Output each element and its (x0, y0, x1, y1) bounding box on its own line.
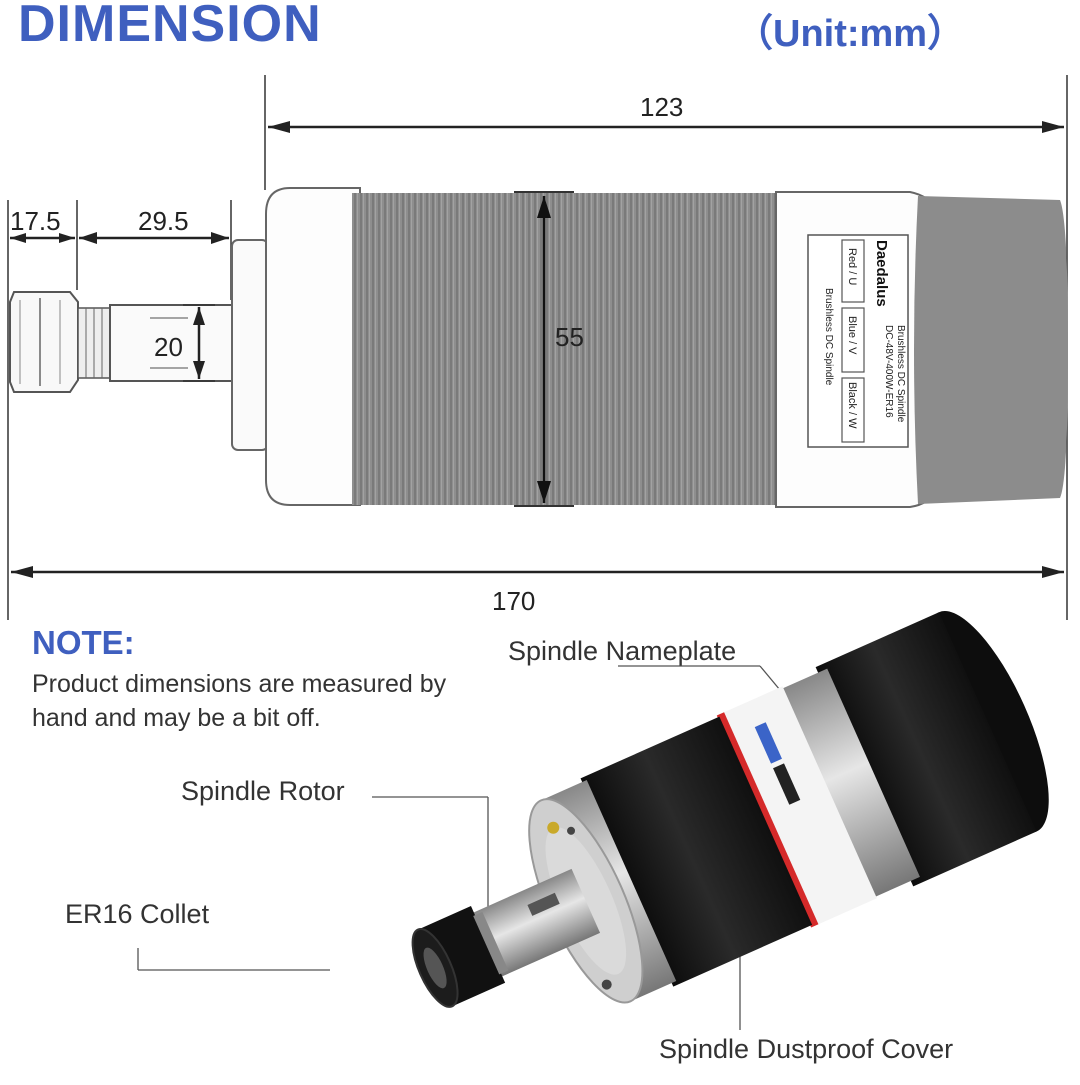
dim-label-20: 20 (154, 332, 183, 362)
unit-label: （Unit:mm） (735, 13, 966, 55)
dim-label-123: 123 (640, 92, 684, 122)
dim-label-170: 170 (492, 586, 536, 616)
ribbed-body (352, 193, 780, 505)
callout-nameplate: Spindle Nameplate (508, 636, 737, 666)
spindle-photo (411, 611, 1049, 1008)
nameplate-line1: Brushless DC Spindle (895, 325, 906, 423)
page-title: DIMENSION (18, 0, 322, 53)
collet-nut (9, 291, 79, 393)
nameplate-wire-blue: Blue / V (846, 316, 858, 355)
dim-label-29-5: 29.5 (138, 206, 189, 236)
dustproof-cover-drawing (914, 196, 1068, 504)
front-boss (231, 239, 269, 451)
callout-rotor: Spindle Rotor (181, 776, 345, 806)
nameplate-line2: DC-48V-400W-ER16 (883, 325, 894, 418)
front-cap (265, 187, 361, 506)
nameplate: Daedalus Brushless DC Spindle DC-48V-400… (790, 230, 1020, 452)
nameplate-frame (807, 234, 909, 448)
callout-dustproof-cover: Spindle Dustproof Cover (659, 1034, 954, 1064)
dim-label-55: 55 (555, 322, 584, 352)
nameplate-brand: Daedalus (873, 240, 890, 307)
callout-collet: ER16 Collet (65, 899, 210, 929)
dim-label-17-5: 17.5 (10, 206, 61, 236)
nameplate-footer: Brushless DC Spindle (823, 288, 834, 386)
nameplate-wire-black: Black / W (846, 382, 858, 429)
note-text: Product dimensions are measured by hand … (32, 670, 447, 732)
note-heading: NOTE: (32, 624, 135, 661)
nameplate-wire-red: Red / U (846, 248, 858, 286)
